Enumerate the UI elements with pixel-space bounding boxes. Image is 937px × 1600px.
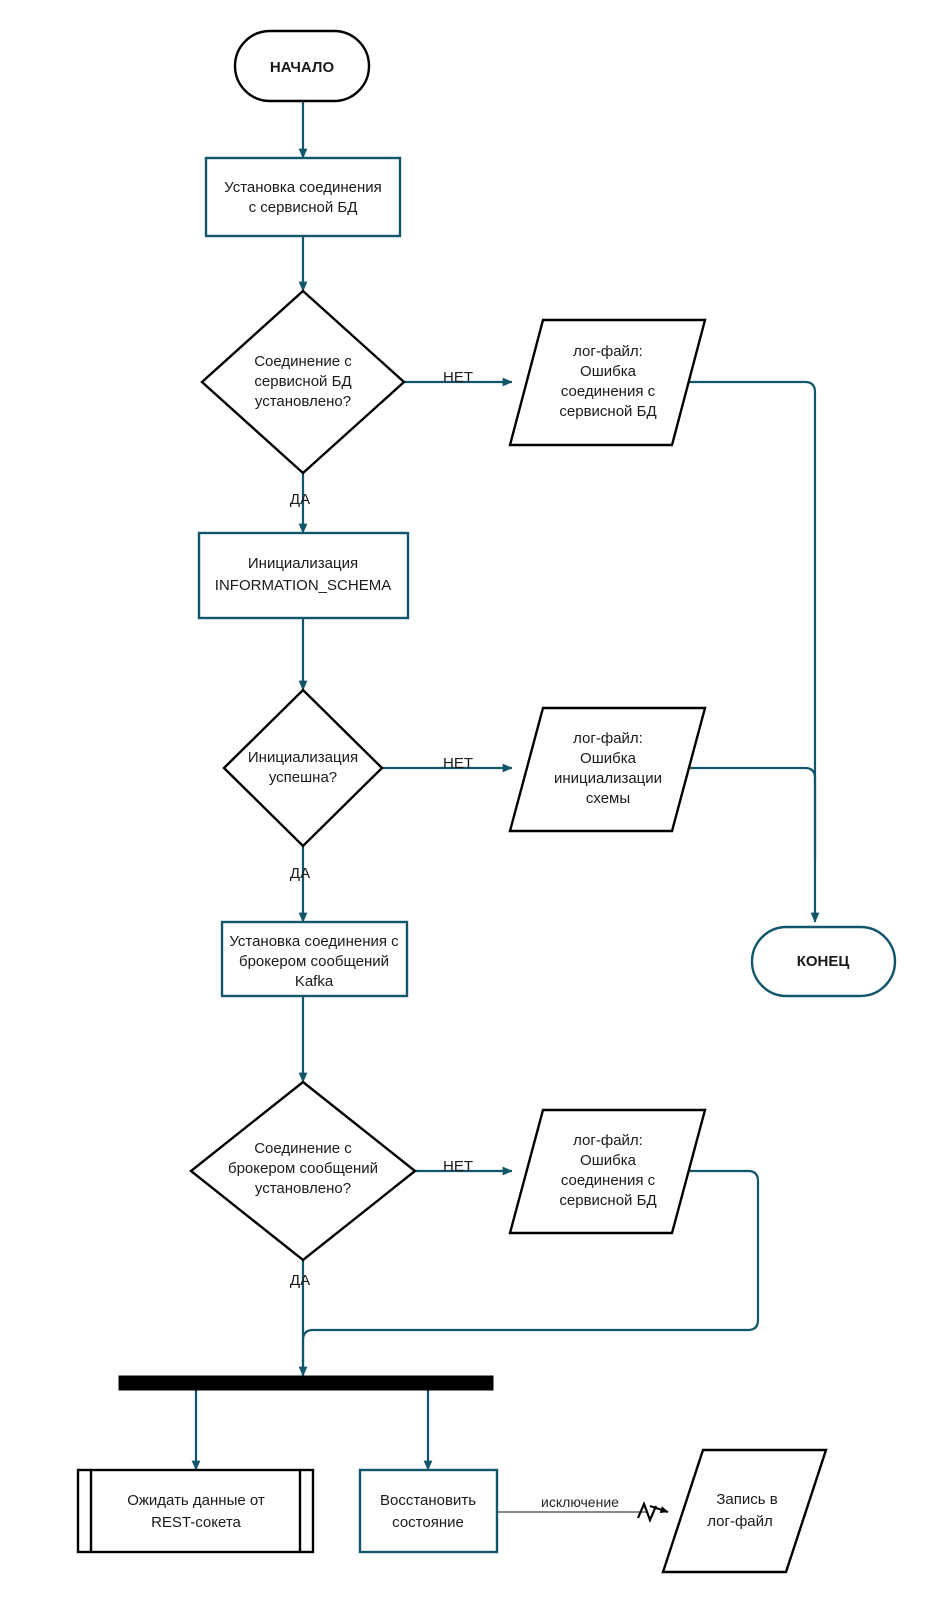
connect-kafka-line3: Kafka <box>295 973 334 990</box>
node-decision-init[interactable]: Инициализация успешна? <box>222 688 384 848</box>
node-write-log[interactable]: Запись в лог-файл <box>661 1448 828 1574</box>
connect-db-label-line1: Установка соединения <box>224 179 382 196</box>
write-log-line1: Запись в <box>716 1491 777 1508</box>
log-kafka-error-line4: сервисной БД <box>559 1192 656 1209</box>
log-schema-error-line4: схемы <box>586 790 630 807</box>
node-fork-bar[interactable] <box>118 1375 494 1391</box>
edge-log-schema-error-to-end <box>672 766 817 860</box>
write-log-io-shape <box>661 1448 828 1574</box>
edge-label-no-2: НЕТ <box>443 755 473 772</box>
edge-log-kafka-error-to-fork <box>301 1169 760 1376</box>
decision-db-diamond-shape <box>200 289 406 475</box>
log-db-error-line3: соединения с <box>561 383 656 400</box>
wait-rest-predefined-shape <box>76 1468 315 1554</box>
decision-db-label-line1: Соединение с <box>254 353 352 370</box>
edge-label-exception: исключение <box>541 1494 619 1510</box>
node-log-kafka-error[interactable]: лог-файл: Ошибка соединения с сервисной … <box>508 1108 707 1235</box>
node-decision-kafka[interactable]: Соединение с брокером сообщений установл… <box>189 1080 417 1262</box>
node-log-db-error[interactable]: лог-файл: Ошибка соединения с сервисной … <box>508 318 707 447</box>
decision-init-line1: Инициализация <box>248 749 358 766</box>
edge-label-yes-3: ДА <box>290 1272 310 1289</box>
node-decision-db[interactable]: Соединение с сервисной БД установлено? <box>200 289 406 475</box>
log-db-error-line2: Ошибка <box>580 363 637 380</box>
log-kafka-error-line2: Ошибка <box>580 1152 637 1169</box>
init-schema-line1: Инициализация <box>248 555 358 572</box>
edge-label-yes-2: ДА <box>290 865 310 882</box>
node-log-schema-error[interactable]: лог-файл: Ошибка инициализации схемы <box>508 706 707 833</box>
connect-db-process-shape <box>204 156 402 238</box>
edge-label-no-3: НЕТ <box>443 1158 473 1175</box>
node-restore-state[interactable]: Восстановить состояние <box>358 1468 499 1554</box>
node-init-schema[interactable]: Инициализация INFORMATION_SCHEMA <box>197 531 410 620</box>
connect-kafka-line1: Установка соединения с <box>229 933 399 950</box>
decision-kafka-line3: установлено? <box>255 1180 351 1197</box>
connect-kafka-process-shape <box>220 920 409 998</box>
connector-layer <box>191 101 820 1523</box>
log-db-error-line4: сервисной БД <box>559 403 656 420</box>
wait-rest-line1: Ожидать данные от <box>127 1492 265 1509</box>
log-schema-error-line3: инициализации <box>554 770 662 787</box>
log-kafka-error-io-shape <box>508 1108 707 1235</box>
decision-init-line2: успешна? <box>269 769 337 786</box>
log-kafka-error-line3: соединения с <box>561 1172 656 1189</box>
end-label: КОНЕЦ <box>797 953 850 970</box>
node-connect-db[interactable]: Установка соединения с сервисной БД <box>204 156 402 238</box>
wait-rest-line2: REST-сокета <box>151 1514 241 1531</box>
decision-kafka-line1: Соединение с <box>254 1140 352 1157</box>
exception-zigzag-icon <box>636 1501 658 1523</box>
node-wait-rest[interactable]: Ожидать данные от REST-сокета <box>76 1468 315 1554</box>
decision-init-diamond-shape <box>222 688 384 848</box>
restore-state-line2: состояние <box>392 1514 464 1531</box>
decision-kafka-line2: брокером сообщений <box>228 1160 378 1177</box>
node-connect-kafka[interactable]: Установка соединения с брокером сообщени… <box>220 920 409 998</box>
start-terminator-shape <box>233 29 371 103</box>
decision-db-label-line3: установлено? <box>255 393 351 410</box>
edge-log-db-error-to-end <box>672 380 820 923</box>
connect-kafka-line2: брокером сообщений <box>239 953 389 970</box>
decision-kafka-diamond-shape <box>189 1080 417 1262</box>
restore-state-process-shape <box>358 1468 499 1554</box>
log-schema-error-io-shape <box>508 706 707 833</box>
edge-label-no-1: НЕТ <box>443 369 473 386</box>
decision-db-label-line2: сервисной БД <box>254 373 351 390</box>
init-schema-line2: INFORMATION_SCHEMA <box>215 577 391 594</box>
fork-bar-shape <box>118 1375 494 1391</box>
log-schema-error-line2: Ошибка <box>580 750 637 767</box>
node-start[interactable]: НАЧАЛО <box>233 29 371 103</box>
connect-db-label-line2: с сервисной БД <box>249 199 358 216</box>
log-schema-error-line1: лог-файл: <box>573 730 643 747</box>
node-end[interactable]: КОНЕЦ <box>750 925 897 998</box>
restore-state-line1: Восстановить <box>380 1492 476 1509</box>
log-db-error-io-shape <box>508 318 707 447</box>
log-db-error-line1: лог-файл: <box>573 343 643 360</box>
log-kafka-error-line1: лог-файл: <box>573 1132 643 1149</box>
end-terminator-shape <box>750 925 897 998</box>
write-log-line2: лог-файл <box>707 1513 773 1530</box>
edge-label-yes-1: ДА <box>290 491 310 508</box>
exception-arrowhead-icon <box>649 1504 669 1514</box>
init-schema-process-shape <box>197 531 410 620</box>
start-label: НАЧАЛО <box>270 59 335 76</box>
